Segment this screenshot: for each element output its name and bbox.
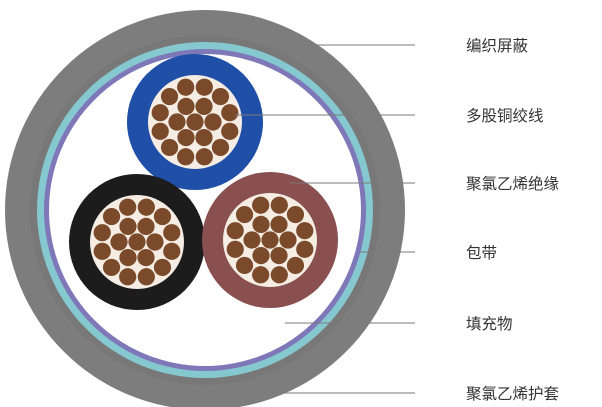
copper-strand <box>226 240 244 258</box>
leader-lines <box>230 44 415 394</box>
copper-strand <box>235 205 254 224</box>
copper-strand <box>211 138 230 157</box>
copper-strand <box>151 104 169 122</box>
copper-strand <box>177 78 195 96</box>
copper-strand <box>119 217 137 236</box>
core-black <box>69 174 205 310</box>
labels: 编织屏蔽 多股铜绞线 聚氯乙烯绝缘 包带 填充物 聚氯乙烯护套 <box>466 37 559 403</box>
copper-strand <box>102 207 121 226</box>
copper-strand <box>146 233 164 251</box>
copper-strand <box>137 268 155 286</box>
copper-strand <box>270 196 288 214</box>
copper-strand <box>279 231 297 249</box>
copper-strand <box>153 207 172 226</box>
label-pvc-insulation: 聚氯乙烯绝缘 <box>466 175 559 193</box>
copper-strand <box>160 138 179 157</box>
copper-strand <box>151 122 169 140</box>
copper-strand <box>119 268 137 286</box>
copper-strand <box>195 78 213 96</box>
copper-strand <box>137 198 155 216</box>
copper-strand <box>252 266 270 284</box>
copper-strand <box>243 231 261 249</box>
core-blue <box>127 54 263 190</box>
core-red <box>202 172 338 308</box>
copper-strand <box>102 258 121 277</box>
copper-strand <box>93 242 111 260</box>
copper-strand <box>235 256 254 275</box>
copper-strand <box>211 87 230 106</box>
copper-strand <box>195 97 213 116</box>
copper-strand <box>160 87 179 106</box>
copper-strand <box>177 128 195 147</box>
copper-strand <box>195 148 213 166</box>
copper-strand <box>128 233 146 251</box>
copper-strand <box>286 256 305 275</box>
copper-strand <box>177 97 195 116</box>
copper-strand <box>163 224 181 242</box>
copper-strand <box>186 113 204 131</box>
copper-strand <box>137 217 155 236</box>
copper-strand <box>93 224 111 242</box>
copper-strand <box>270 246 288 265</box>
copper-strand <box>204 113 222 131</box>
label-wrapping-tape: 包带 <box>466 244 497 262</box>
copper-strand <box>252 215 270 234</box>
copper-strand <box>221 122 239 140</box>
copper-strand <box>261 231 279 249</box>
copper-strand <box>177 148 195 166</box>
copper-strand <box>226 222 244 240</box>
label-filler: 填充物 <box>466 315 513 333</box>
copper-strand <box>168 113 186 131</box>
cores-group <box>69 54 338 310</box>
copper-strand <box>296 240 314 258</box>
copper-strand <box>153 258 172 277</box>
copper-strand <box>252 196 270 214</box>
copper-strand <box>195 128 213 147</box>
label-braided-shield: 编织屏蔽 <box>466 37 529 55</box>
copper-strand <box>137 248 155 267</box>
copper-strand <box>163 242 181 260</box>
label-stranded-copper: 多股铜绞线 <box>466 107 544 125</box>
copper-strand <box>270 266 288 284</box>
copper-strand <box>119 248 137 267</box>
copper-strand <box>110 233 128 251</box>
copper-strand <box>221 104 239 122</box>
copper-strand <box>296 222 314 240</box>
copper-strand <box>270 215 288 234</box>
copper-strand <box>119 198 137 216</box>
copper-strand <box>286 205 305 224</box>
label-pvc-sheath: 聚氯乙烯护套 <box>466 385 559 403</box>
copper-strand <box>252 246 270 265</box>
